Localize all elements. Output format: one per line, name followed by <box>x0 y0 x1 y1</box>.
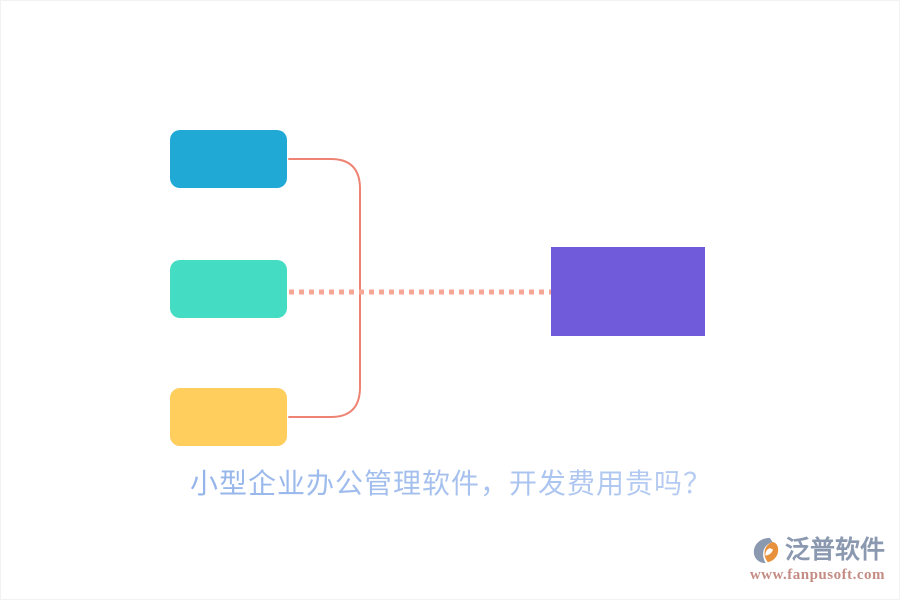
bracket-connector-bottom <box>288 291 361 418</box>
node-blue-label <box>170 130 287 188</box>
node-yellow-label <box>170 388 287 446</box>
node-teal[interactable] <box>170 260 287 318</box>
node-purple-label <box>551 247 705 336</box>
node-teal-label <box>170 260 287 318</box>
caption-title: 小型企业办公管理软件，开发费用贵吗？ <box>1 463 899 505</box>
node-blue[interactable] <box>170 130 287 188</box>
bracket-connector-top <box>288 158 361 293</box>
brand-name: 泛普软件 <box>784 535 885 564</box>
fanpu-logo-icon <box>753 537 779 564</box>
logo-row: 泛普软件 <box>743 533 885 567</box>
node-purple[interactable] <box>551 247 705 336</box>
node-yellow[interactable] <box>170 388 287 446</box>
watermark: 泛普软件 www.fanpusoft.com <box>743 533 885 589</box>
brand-url: www.fanpusoft.com <box>749 567 885 583</box>
